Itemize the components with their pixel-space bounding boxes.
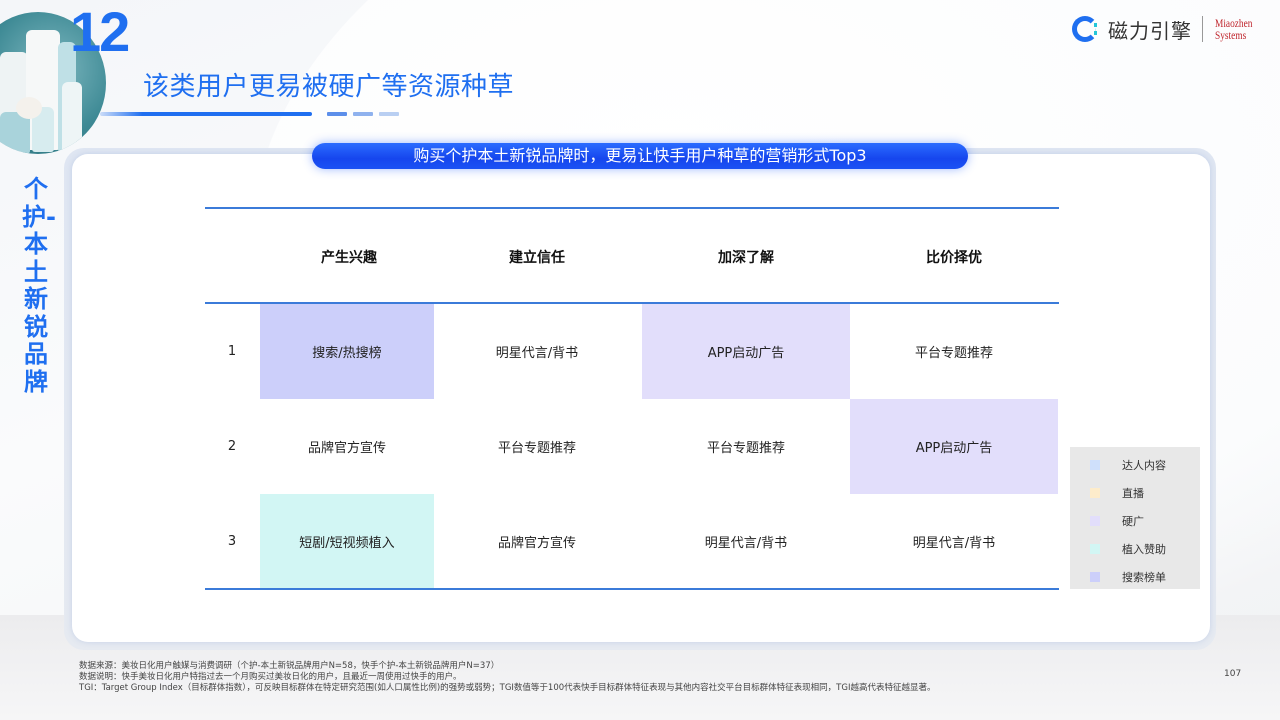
title-underline	[100, 112, 312, 116]
table-cell: 明星代言/背书	[912, 536, 996, 551]
table-cell: 品牌官方宣传	[307, 441, 386, 456]
title-dash-2	[353, 112, 373, 116]
legend-swatch	[1090, 460, 1100, 470]
table-cell: 短剧/短视频植入	[260, 494, 434, 589]
legend-swatch	[1090, 572, 1100, 582]
legend-item: 硬广	[1090, 514, 1144, 528]
legend-item: 搜索榜单	[1090, 570, 1166, 584]
column-header: 比价择优	[926, 250, 982, 266]
data-source-note: 数据来源：美妆日化用户触媒与消费调研（个护-本土新锐品牌用户N=58，快手个护-…	[79, 661, 500, 671]
title-dash-1	[327, 112, 347, 116]
tgi-note: TGI：Target Group Index（目标群体指数），可反映目标群体在特…	[79, 683, 936, 693]
legend-label: 硬广	[1122, 515, 1144, 528]
column-header: 建立信任	[509, 250, 565, 266]
rank-label: 3	[227, 534, 237, 549]
legend-item: 达人内容	[1090, 458, 1166, 472]
legend-swatch	[1090, 544, 1100, 554]
legend-item: 直播	[1090, 486, 1144, 500]
logo-text-cn: 磁力引擎	[1108, 18, 1192, 43]
cili-logo-icon	[1072, 16, 1098, 42]
rank-label: 2	[227, 439, 237, 454]
page-title: 该类用户更易被硬广等资源种草	[143, 72, 515, 102]
logo-divider	[1202, 16, 1203, 42]
table-cell: 明星代言/背书	[495, 346, 579, 361]
logo-en-line1: Miaozhen	[1215, 16, 1253, 30]
legend-swatch	[1090, 516, 1100, 526]
rank-label: 1	[227, 344, 237, 359]
table-top-rule	[205, 207, 1059, 209]
miaozhen-logo: Miaozhen Systems	[1215, 17, 1262, 41]
table-bottom-rule	[205, 588, 1059, 590]
title-dash-3	[379, 112, 399, 116]
legend-swatch	[1090, 488, 1100, 498]
product-photo	[0, 12, 106, 154]
table-cell: 品牌官方宣传	[497, 536, 576, 551]
table-cell: 平台专题推荐	[706, 441, 785, 456]
table-cell: APP启动广告	[642, 304, 850, 399]
legend-label: 植入赞助	[1122, 543, 1166, 556]
column-header: 产生兴趣	[321, 250, 377, 266]
slide-number: 107	[1224, 669, 1242, 679]
table-cell: 明星代言/背书	[704, 536, 788, 551]
table-header-rule	[205, 302, 1059, 304]
legend: 达人内容 直播 硬广 植入赞助 搜索榜单	[1070, 447, 1200, 589]
card-subtitle: 购买个护本土新锐品牌时，更易让快手用户种草的营销形式Top3	[312, 143, 968, 169]
page-number: 12	[70, 0, 130, 63]
footnote: 数据来源：美妆日化用户触媒与消费调研（个护-本土新锐品牌用户N=58，快手个护-…	[79, 661, 935, 694]
legend-label: 达人内容	[1122, 459, 1166, 472]
legend-label: 直播	[1122, 487, 1144, 500]
table-cell: 平台专题推荐	[497, 441, 576, 456]
segment-label: 个护-本土新锐品牌	[22, 175, 56, 396]
legend-item: 植入赞助	[1090, 542, 1166, 556]
column-header: 加深了解	[718, 250, 774, 266]
table-cell: 平台专题推荐	[914, 346, 993, 361]
data-description-note: 数据说明：快手美妆日化用户特指过去一个月购买过美妆日化的用户，且最近一周使用过快…	[79, 672, 462, 682]
legend-label: 搜索榜单	[1122, 571, 1166, 584]
brand-logo: 磁力引擎 Miaozhen Systems	[1072, 14, 1275, 44]
table-cell: 搜索/热搜榜	[260, 304, 434, 399]
table-cell: APP启动广告	[850, 399, 1058, 494]
logo-en-line2: Systems	[1215, 28, 1247, 42]
